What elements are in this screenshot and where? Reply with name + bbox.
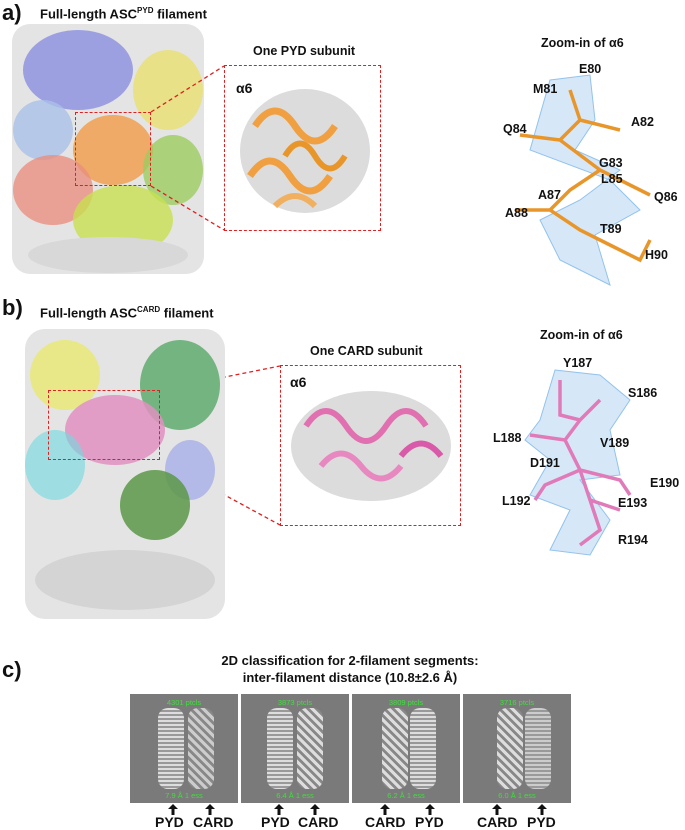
card-helix-label: α6 — [290, 374, 307, 390]
up-arrow-icon — [380, 804, 390, 815]
residue-label: E190 — [650, 476, 680, 490]
panel-b-label: b) — [2, 295, 23, 320]
residue-label: A87 — [538, 188, 561, 202]
resolution-label: 6.2 Å 1 ess — [387, 791, 425, 800]
residue-label: A82 — [631, 115, 654, 129]
panel-c-title-line1: 2D classification for 2-filament segment… — [221, 653, 479, 668]
card-subunit-title: One CARD subunit — [310, 344, 423, 358]
residue-label: L188 — [493, 431, 522, 445]
residue-label: T89 — [600, 222, 622, 236]
particle-count: 3873 ptcls — [277, 698, 313, 707]
pyd-small-highlight-box — [75, 112, 151, 186]
pyd-helix-label: α6 — [236, 80, 253, 96]
filament-label: PYD — [527, 814, 556, 830]
residue-label: Q86 — [654, 190, 678, 204]
card-subunit-box — [280, 365, 461, 526]
pyd-subunit-box — [224, 65, 381, 231]
up-arrow-icon — [492, 804, 502, 815]
resolution-label: 6.4 Å 1 ess — [276, 791, 314, 800]
panel-b-title: Full-length ASCCARD filament — [40, 305, 214, 321]
filament-label: PYD — [415, 814, 444, 830]
card-filament-map — [25, 329, 225, 619]
up-arrow-icon — [274, 804, 284, 815]
pyd-helix-density — [515, 74, 652, 286]
residue-label: M81 — [533, 82, 558, 96]
residue-label: E80 — [579, 62, 602, 76]
panel-a-label: a) — [2, 0, 22, 25]
card-zoom-title: Zoom-in of α6 — [540, 328, 623, 342]
up-arrow-icon — [205, 804, 215, 815]
residue-label: R194 — [618, 533, 648, 547]
particle-count: 3716 ptcls — [499, 698, 535, 707]
resolution-label: 6.0 Å 1 ess — [498, 791, 536, 800]
up-arrow-icon — [425, 804, 435, 815]
residue-label: Y187 — [563, 356, 593, 370]
panel-a-title: Full-length ASCPYD filament — [40, 6, 207, 22]
particle-count: 3809 ptcls — [388, 698, 424, 707]
up-arrow-icon — [310, 804, 320, 815]
resolution-label: 7.9 Å 1 ess — [165, 791, 203, 800]
residue-label: L85 — [601, 172, 623, 186]
up-arrow-icon — [537, 804, 547, 815]
panel-c-title-line2: inter-filament distance (10.8±2.6 Å) — [242, 670, 458, 685]
card-helix-density — [524, 369, 632, 556]
particle-count: 4301 ptcls — [166, 698, 202, 707]
filament-label: CARD — [365, 814, 406, 830]
card-subunit-map — [291, 391, 451, 501]
residue-label: L192 — [502, 494, 531, 508]
residue-label: H90 — [645, 248, 668, 262]
residue-label: D191 — [530, 456, 560, 470]
residue-label: S186 — [628, 386, 658, 400]
residue-label: Q84 — [503, 122, 527, 136]
up-arrow-icon — [168, 804, 178, 815]
filament-label: PYD — [155, 814, 184, 830]
pyd-filament-map — [12, 24, 204, 274]
pyd-subunit-map — [240, 89, 370, 213]
filament-label: PYD — [261, 814, 290, 830]
residue-label: V189 — [600, 436, 630, 450]
class-average-image: 3873 ptcls 6.4 Å 1 ess — [241, 694, 349, 803]
residue-label: E193 — [618, 496, 648, 510]
pyd-subunit-title: One PYD subunit — [253, 44, 356, 58]
panel-c-label: c) — [2, 657, 22, 682]
class-average-image: 3809 ptcls 6.2 Å 1 ess — [352, 694, 460, 803]
filament-label: CARD — [298, 814, 339, 830]
card-small-highlight-box — [48, 390, 160, 460]
filament-label: CARD — [193, 814, 234, 830]
class-average-image: 4301 ptcls 7.9 Å 1 ess — [130, 694, 238, 803]
residue-label: G83 — [599, 156, 623, 170]
residue-label: A88 — [505, 206, 528, 220]
filament-label: CARD — [477, 814, 518, 830]
pyd-zoom-title: Zoom-in of α6 — [541, 36, 624, 50]
class-average-image: 3716 ptcls 6.0 Å 1 ess — [463, 694, 571, 803]
